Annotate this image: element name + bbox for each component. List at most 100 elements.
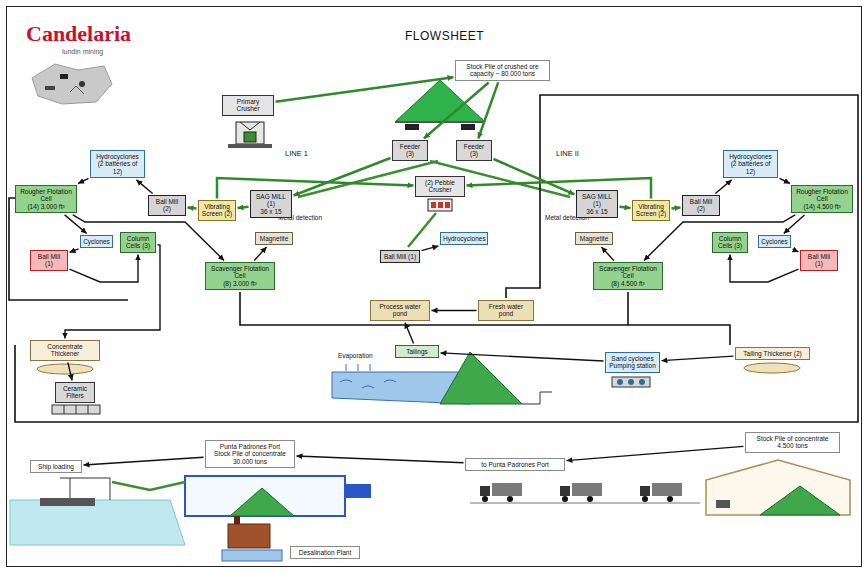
connectors	[65, 77, 805, 465]
truck-icons	[480, 486, 490, 496]
conveyor-connector	[188, 206, 197, 209]
line-label: LINE 1	[285, 150, 308, 158]
magnetite-box: Magnetite	[575, 232, 613, 245]
node-text: to Punta Padrones Port	[468, 461, 562, 468]
pipe-connector	[70, 249, 79, 253]
port-building	[112, 482, 185, 490]
port-building	[230, 488, 294, 516]
area-label-box: Ship loading	[30, 460, 82, 473]
primary-crusher-icon	[236, 122, 264, 144]
truck-icons	[560, 486, 570, 496]
mill-box: Ball Mill (1)	[380, 250, 420, 263]
tailings-dam	[346, 364, 370, 371]
regrind-mill-box: Ball Mill (1)	[30, 250, 68, 271]
truck-icons	[667, 496, 673, 502]
tailings-dam	[340, 380, 396, 388]
cyclone-box: Hydrocyclones	[440, 232, 488, 245]
cyclone-box: Cyclones	[758, 235, 791, 248]
process-note: Evaporation	[338, 352, 373, 359]
area-label-box: Desalination Plant	[290, 546, 360, 559]
primary-crusher-icon	[244, 132, 256, 142]
pipe-connector	[432, 310, 477, 311]
desalination-plant-icon	[234, 516, 240, 524]
pipe-connector	[254, 247, 266, 261]
node-text: Desalination Plant	[293, 549, 357, 556]
cyclone-box: Sand cyclonesPumping station	[605, 352, 660, 373]
pond-box: Process water pond	[370, 300, 430, 321]
pipe-connector	[793, 249, 799, 252]
area-label-box: Punta Padrones PortStock Pile of concent…	[205, 440, 295, 468]
ceramic-filter-icon	[52, 405, 100, 414]
node-text: (14) 4.500 ft³	[794, 203, 850, 210]
logo-subtitle: lundin mining	[62, 48, 103, 56]
ceramic-filter-icon	[88, 405, 89, 414]
node-text: Fresh water pond	[481, 303, 531, 318]
sea	[10, 500, 185, 545]
crusher-box: (2) Pebble Crusher	[415, 176, 465, 197]
pipe-connector	[441, 353, 604, 361]
cyclone-box: Hydrocyclones(2 batteries of 12)	[723, 150, 778, 178]
node-text: (8) 3.000 ft³	[208, 280, 272, 287]
pump-station-icon	[639, 379, 645, 385]
concentrate-store-building	[760, 486, 840, 515]
node-text: Cyclones	[83, 238, 110, 245]
conveyor-connector	[424, 82, 489, 138]
node-text: Ball Mill (2)	[685, 198, 717, 213]
pipe-connector	[784, 215, 805, 234]
pump-station-icon	[628, 379, 634, 385]
node-text: Feeder (3)	[459, 143, 489, 158]
thickener-box: Tailing Thickener (2)	[735, 347, 810, 360]
port-building	[185, 476, 345, 516]
pipe-connector	[422, 246, 439, 251]
pump-station-icon	[617, 379, 623, 385]
pipeline	[240, 292, 730, 345]
tailings-dam	[440, 352, 522, 404]
pipe-connector	[780, 178, 790, 183]
node-text: Stock Pile of concentrate	[748, 435, 837, 442]
node-text: Ball Mill (1)	[383, 253, 417, 260]
desalination-plant-icon	[228, 524, 270, 548]
mill-box: SAG MILL (1)36 x 15	[576, 190, 618, 218]
node-text: capacity ~ 80.000 tons	[458, 70, 547, 77]
node-text: Concentrate Thickener	[33, 343, 97, 358]
node-text: (2) Pebble Crusher	[418, 179, 462, 194]
flotation-box: Rougher Flotation Cell(14) 4.500 ft³	[791, 185, 853, 213]
pipe-connector	[601, 247, 613, 261]
pipe-connector	[297, 456, 464, 463]
area-label-box: Stock Pile of concentrate4.500 tons	[745, 432, 840, 453]
tailing-thickener-icon	[744, 363, 800, 373]
pipe-connector	[662, 356, 734, 360]
node-text: 36 x 15	[253, 208, 289, 215]
logo-emblem	[32, 64, 112, 104]
pump-station-icon	[612, 377, 650, 387]
primary-crusher-icon	[228, 122, 272, 148]
node-text: 36 x 15	[579, 208, 615, 215]
truck-icons	[572, 483, 602, 496]
node-text: 30.000 tons	[208, 458, 292, 465]
truck-icons	[652, 483, 682, 496]
node-text: Stock Pile of crushed ore	[458, 63, 547, 70]
thickener-box: Concentrate Thickener	[30, 340, 100, 361]
truck-icons	[492, 483, 522, 496]
conveyor-connector	[217, 178, 414, 199]
node-text: Magnetite	[258, 235, 290, 242]
node-text: SAG MILL (1)	[253, 193, 289, 208]
tailings-dam	[522, 392, 552, 404]
pipe-connector	[65, 215, 87, 234]
node-text: Ceramic Filters	[58, 385, 92, 400]
pebble-crusher-icon	[431, 202, 436, 208]
pebble-crusher-icon	[428, 199, 452, 211]
truck-icons	[642, 496, 648, 502]
node-text: Primary Crusher	[225, 98, 271, 113]
pipe-connector	[70, 254, 139, 282]
diagram-title: FLOWSHEET	[405, 30, 484, 43]
pipe-connector	[136, 180, 152, 194]
logo-emblem	[79, 81, 85, 87]
screen-box: Vibrating Screen (2)	[198, 200, 236, 221]
node-text: Process water pond	[373, 303, 427, 318]
pipe-connector	[715, 180, 731, 194]
port-building	[112, 476, 371, 516]
ceramic-filter-icon	[52, 405, 100, 414]
conveyor-connector	[494, 159, 575, 194]
